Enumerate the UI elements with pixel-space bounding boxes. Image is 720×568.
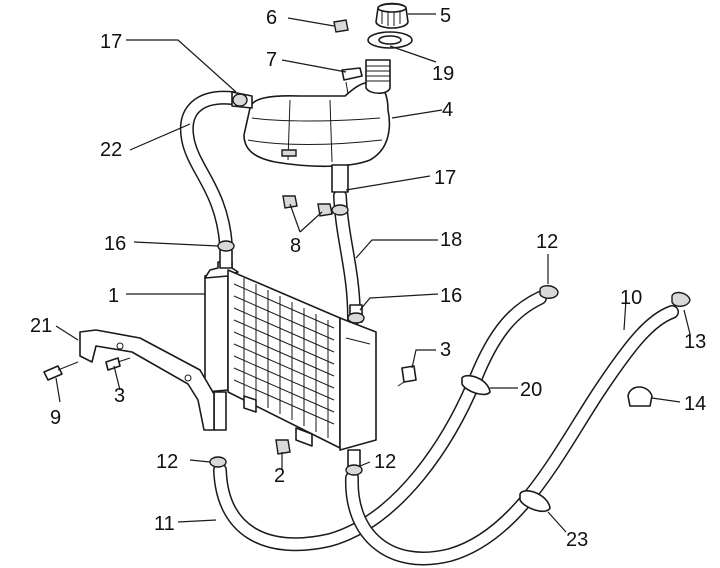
hose-22 <box>179 90 239 252</box>
callout-16-left: 16 <box>104 233 126 255</box>
radiator <box>204 249 377 469</box>
callout-labels: 17 6 5 7 19 4 22 17 8 16 18 12 1 16 10 2… <box>30 5 706 551</box>
leader-lines <box>55 13 691 533</box>
expansion-tank <box>231 59 391 193</box>
callout-12-top: 12 <box>536 231 558 253</box>
clamp-12-right <box>345 464 363 476</box>
callout-8: 8 <box>290 235 301 257</box>
callout-19: 19 <box>432 63 454 85</box>
bolt-9 <box>43 361 79 381</box>
callout-14: 14 <box>684 393 706 415</box>
callout-18: 18 <box>440 229 462 251</box>
callout-20: 20 <box>520 379 542 401</box>
callout-4: 4 <box>442 99 453 121</box>
mounting-bracket <box>79 329 215 431</box>
callout-9: 9 <box>50 407 61 429</box>
callout-3-left: 3 <box>114 385 125 407</box>
hose-10 <box>344 305 679 566</box>
callout-12-right: 12 <box>374 451 396 473</box>
clip-2 <box>275 439 291 455</box>
callout-17-top: 17 <box>100 31 122 53</box>
callout-12-left: 12 <box>156 451 178 473</box>
clamp-16-right <box>347 312 365 324</box>
clamp-17-lower <box>331 204 349 216</box>
callout-21: 21 <box>30 315 52 337</box>
callout-6: 6 <box>266 7 277 29</box>
callout-7: 7 <box>266 49 277 71</box>
callout-22: 22 <box>100 139 122 161</box>
filler-cap <box>375 2 409 29</box>
clamp-12-top <box>539 285 559 299</box>
callout-5: 5 <box>440 5 451 27</box>
callout-11: 11 <box>154 513 175 535</box>
bolt-3-right <box>397 365 417 387</box>
clamp-12-left <box>209 456 227 468</box>
clips-8 <box>282 195 333 217</box>
callout-13: 13 <box>684 331 706 353</box>
clamp-20 <box>461 374 491 396</box>
callout-10: 10 <box>620 287 642 309</box>
callout-2: 2 <box>274 465 285 487</box>
bolt-3-left <box>105 357 131 371</box>
hose-11 <box>213 291 547 552</box>
callout-16-right: 16 <box>440 285 462 307</box>
clip-6 <box>333 19 349 33</box>
screw-7 <box>341 67 363 95</box>
cap-14 <box>627 386 653 407</box>
clamp-17-upper <box>232 93 248 107</box>
clamp-13 <box>671 291 691 307</box>
clamp-16-left <box>217 240 235 252</box>
callout-3-right: 3 <box>440 339 451 361</box>
radiator-core-mesh <box>233 278 335 438</box>
cap-gasket <box>367 31 413 49</box>
callout-1: 1 <box>108 285 119 307</box>
clamp-23 <box>519 490 551 513</box>
callout-23: 23 <box>566 529 588 551</box>
callout-17-right: 17 <box>434 167 456 189</box>
